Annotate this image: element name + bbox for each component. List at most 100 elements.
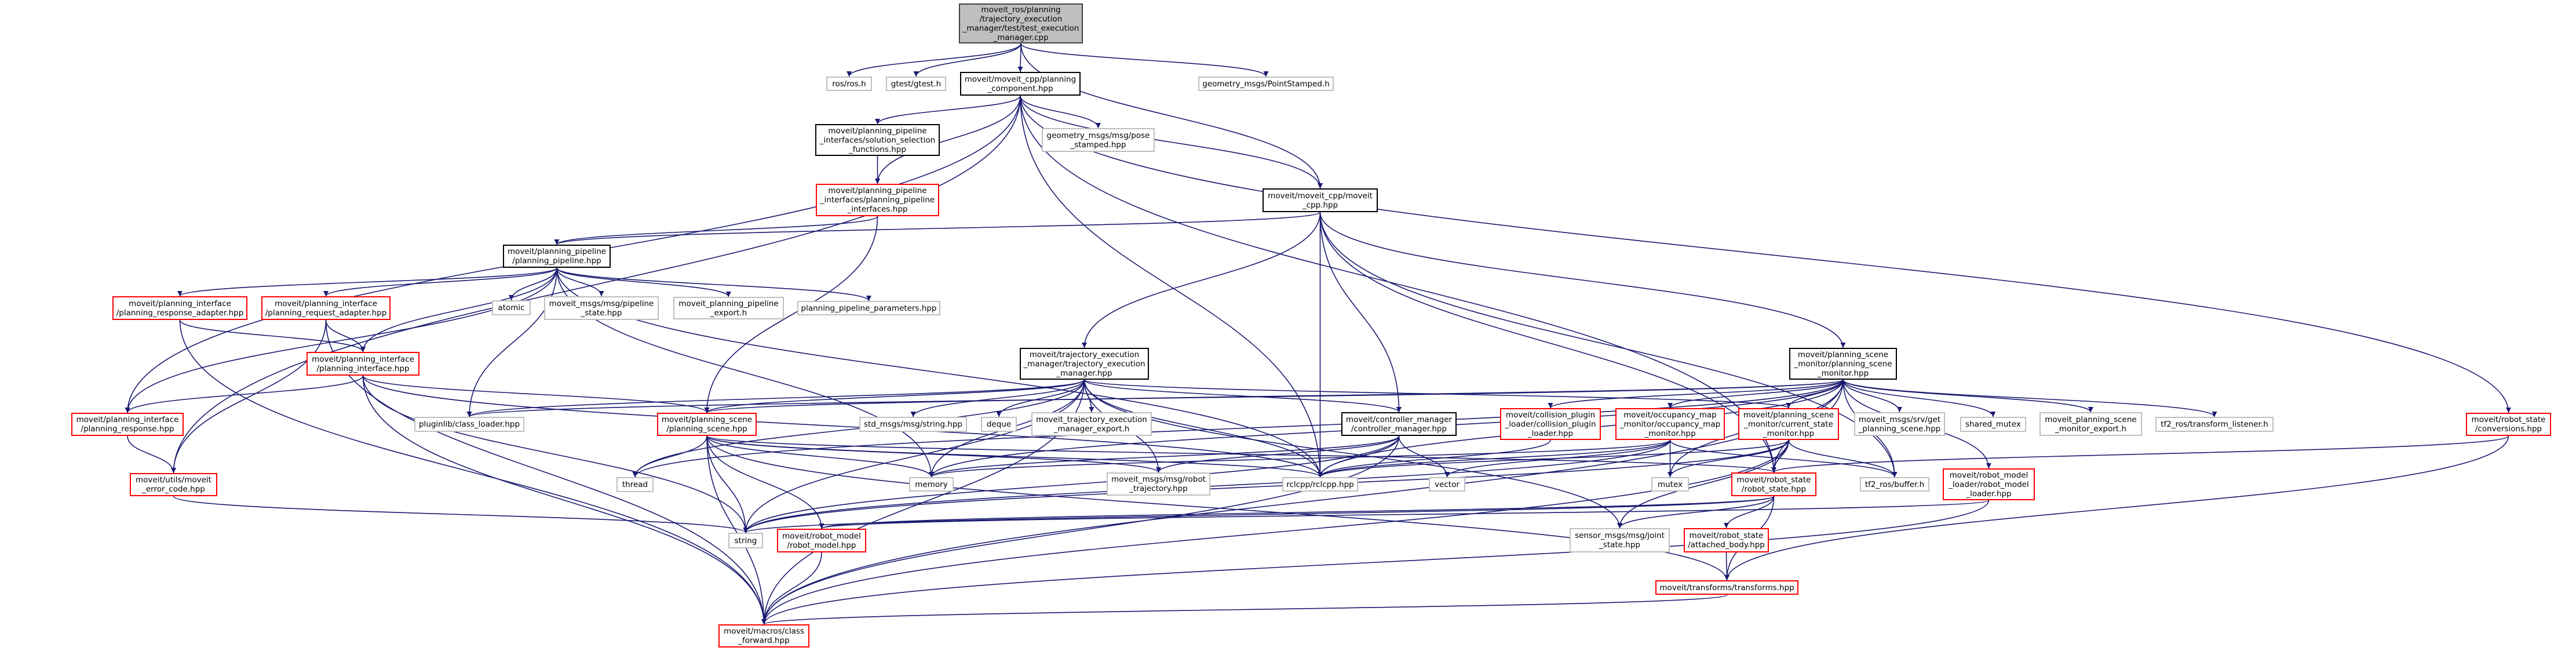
edge-planning_component-to-pp_interfaces bbox=[875, 95, 1021, 184]
edge-planning_interface-to-planning_response bbox=[125, 375, 364, 413]
edge-current_state-to-mutex bbox=[1668, 439, 1789, 478]
edge-planning_component-to-robot_state bbox=[1020, 95, 1776, 473]
edge-root-to-moveit_cpp bbox=[1020, 43, 1323, 189]
edge-psm-to-get_planning_scene bbox=[1842, 379, 1902, 413]
edge-planning_component-to-conversions bbox=[1020, 95, 2511, 413]
edge-tem-to-deque bbox=[996, 379, 1085, 417]
edge-collision_plugin-to-rclcpp bbox=[1318, 439, 1551, 478]
graph-node-std-string: std_msgs/msg/string.hpp bbox=[859, 417, 967, 432]
edge-robot_state-to-string bbox=[743, 496, 1775, 533]
edge-planning_response-to-error_code bbox=[127, 435, 176, 474]
edge-response_adapter-to-class_forward bbox=[179, 319, 767, 625]
edge-current_state-to-class_forward bbox=[761, 439, 1789, 625]
edge-current_state-to-string bbox=[743, 439, 1789, 533]
graph-node-get-planning-scene: moveit_msgs/srv/get _planning_scene.hpp bbox=[1854, 412, 1945, 436]
graph-node-pp-interfaces[interactable]: moveit/planning_pipeline _interfaces/pla… bbox=[816, 184, 939, 216]
edge-planning_pipeline-to-rclcpp bbox=[556, 267, 1323, 478]
graph-node-occupancy[interactable]: moveit/occupancy_map _monitor/occupancy_… bbox=[1615, 408, 1725, 440]
edge-robot_state-to-joint_state bbox=[1617, 496, 1775, 529]
graph-node-collision-plugin[interactable]: moveit/collision_plugin _loader/collisio… bbox=[1500, 408, 1601, 440]
graph-node-tf-listener: tf2_ros/transform_listener.h bbox=[2155, 417, 2274, 432]
edge-controller_manager-to-class_forward bbox=[761, 435, 1400, 625]
edge-planning_pipeline-to-response_adapter bbox=[177, 267, 557, 297]
edge-controller_manager-to-string bbox=[743, 435, 1400, 533]
graph-node-rclcpp: rclcpp/rclcpp.hpp bbox=[1282, 477, 1358, 492]
edge-model_loader-to-class_forward bbox=[761, 500, 1990, 625]
edge-request_adapter-to-class_forward bbox=[325, 319, 767, 625]
graph-node-tem[interactable]: moveit/trajectory_execution _manager/tra… bbox=[1020, 348, 1149, 380]
graph-node-psm[interactable]: moveit/planning_scene _monitor/planning_… bbox=[1789, 348, 1897, 380]
graph-node-shared-mutex: shared_mutex bbox=[1960, 417, 2026, 432]
edge-controller_manager-to-memory bbox=[929, 435, 1400, 478]
graph-node-planning-component[interactable]: moveit/moveit_cpp/planning _component.hp… bbox=[960, 72, 1081, 96]
edge-moveit_cpp-to-psm bbox=[1319, 212, 1846, 348]
edge-model_loader-to-robot_model bbox=[819, 500, 1990, 529]
graph-node-psm-export: moveit_planning_scene _monitor_export.h bbox=[2039, 412, 2142, 436]
edge-planning_pipeline-to-atomic bbox=[509, 267, 557, 301]
edge-planning_interface-to-rclcpp bbox=[362, 375, 1323, 478]
edge-planning_scene-to-rclcpp bbox=[706, 435, 1323, 478]
edge-current_state-to-tf_buffer bbox=[1788, 439, 1898, 478]
graph-node-point-stamped: geometry_msgs/PointStamped.h bbox=[1198, 77, 1334, 91]
edge-planning_pipeline-to-pipeline_state bbox=[556, 267, 604, 297]
edge-psm-to-collision_plugin bbox=[1548, 379, 1844, 409]
graph-node-tf-buffer: tf2_ros/buffer.h bbox=[1860, 477, 1929, 492]
edge-tem-to-controller_manager bbox=[1083, 379, 1402, 413]
graph-node-robot-trajectory: moveit_msgs/msg/robot _trajectory.hpp bbox=[1107, 472, 1210, 496]
graph-node-robot-state[interactable]: moveit/robot_state /robot_state.hpp bbox=[1731, 472, 1816, 496]
graph-node-joint-state: sensor_msgs/msg/joint _state.hpp bbox=[1570, 528, 1670, 552]
edge-planning_pipeline-to-planning_interface bbox=[360, 267, 557, 352]
graph-node-tem-export: moveit_trajectory_execution _manager_exp… bbox=[1031, 412, 1152, 436]
edge-psm-to-occupancy bbox=[1668, 379, 1844, 409]
graph-node-planning-pipeline[interactable]: moveit/planning_pipeline /planning_pipel… bbox=[503, 245, 611, 268]
graph-node-moveit-cpp[interactable]: moveit/moveit_cpp/moveit _cpp.hpp bbox=[1263, 188, 1378, 212]
graph-node-pipeline-state: moveit_msgs/msg/pipeline _state.hpp bbox=[544, 296, 659, 320]
edge-moveit_cpp-to-tem bbox=[1082, 212, 1321, 348]
edge-current_state-to-joint_state bbox=[1617, 439, 1789, 529]
edge-transforms-to-class_forward bbox=[761, 594, 1728, 625]
graph-node-request-adapter[interactable]: moveit/planning_interface /planning_requ… bbox=[261, 296, 391, 320]
graph-node-current-state[interactable]: moveit/planning_scene _monitor/current_s… bbox=[1738, 408, 1839, 440]
edge-pp_interfaces-to-planning_pipeline bbox=[554, 216, 878, 245]
graph-node-planning-scene[interactable]: moveit/planning_scene /planning_scene.hp… bbox=[657, 413, 757, 436]
edge-occupancy-to-memory bbox=[929, 439, 1671, 478]
graph-node-robot-model[interactable]: moveit/robot_model /robot_model.hpp bbox=[777, 529, 866, 552]
edge-controller_manager-to-robot_trajectory bbox=[1156, 435, 1400, 473]
edge-pp_interfaces-to-planning_scene bbox=[704, 216, 878, 413]
edge-planning_scene-to-memory bbox=[706, 435, 934, 478]
graph-node-model-loader[interactable]: moveit/robot_model _loader/robot_model _… bbox=[1943, 468, 2035, 500]
edge-planning_scene-to-class_forward bbox=[706, 435, 767, 625]
edge-planning_component-to-pose_stamped bbox=[1020, 95, 1101, 129]
edge-psm-to-pluginlib bbox=[467, 379, 1844, 417]
graph-node-memory: memory bbox=[909, 477, 954, 492]
graph-node-error-code[interactable]: moveit/utils/moveit _error_code.hpp bbox=[130, 473, 217, 496]
graph-node-controller-manager[interactable]: moveit/controller_manager /controller_ma… bbox=[1341, 412, 1457, 436]
graph-node-conversions[interactable]: moveit/robot_state /conversions.hpp bbox=[2466, 413, 2551, 436]
graph-node-attached-body[interactable]: moveit/robot_state /attached_body.hpp bbox=[1684, 528, 1769, 552]
edge-robot_model-to-class_forward bbox=[761, 552, 822, 625]
edge-request_adapter-to-planning_interface bbox=[325, 319, 366, 352]
graph-node-thread: thread bbox=[616, 477, 654, 492]
graph-node-planning-response[interactable]: moveit/planning_interface /planning_resp… bbox=[71, 413, 184, 436]
edge-request_adapter-to-error_code bbox=[171, 319, 327, 474]
edge-planning_component-to-solution_selection bbox=[875, 95, 1021, 125]
graph-node-mutex: mutex bbox=[1651, 477, 1689, 492]
graph-node-string: string bbox=[728, 533, 763, 548]
edge-tem-to-planning_scene bbox=[704, 379, 1085, 413]
edge-planning_interface-to-string bbox=[362, 375, 749, 533]
graph-node-class-forward[interactable]: moveit/macros/class _forward.hpp bbox=[718, 624, 809, 648]
graph-node-atomic: atomic bbox=[492, 300, 531, 315]
edge-moveit_cpp-to-planning_pipeline bbox=[554, 212, 1321, 245]
graph-node-transforms[interactable]: moveit/transforms/transforms.hpp bbox=[1655, 580, 1798, 595]
edge-psm-to-thread bbox=[632, 379, 1844, 478]
graph-node-response-adapter[interactable]: moveit/planning_interface /planning_resp… bbox=[112, 296, 247, 320]
edge-tem-to-string bbox=[743, 379, 1085, 533]
graph-node-solution-selection[interactable]: moveit/planning_pipeline _interfaces/sol… bbox=[815, 124, 940, 156]
graph-node-ros: ros/ros.h bbox=[826, 77, 872, 91]
edge-planning_scene-to-thread bbox=[632, 435, 707, 478]
graph-node-planning-interface[interactable]: moveit/planning_interface /planning_inte… bbox=[307, 352, 419, 376]
edge-current_state-to-rclcpp bbox=[1318, 439, 1789, 478]
edge-planning_component-to-rclcpp bbox=[1020, 95, 1323, 478]
graph-node-gtest: gtest/gtest.h bbox=[886, 77, 946, 91]
